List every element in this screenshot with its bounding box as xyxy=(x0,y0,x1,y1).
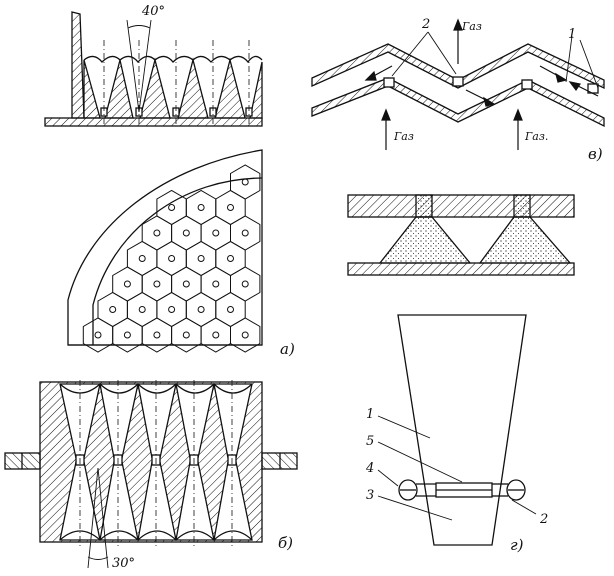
hex-cell xyxy=(126,240,158,277)
hex-cell xyxy=(141,215,173,251)
hex-cell xyxy=(82,317,114,353)
gas-label-top: Газ xyxy=(461,20,482,33)
figure-g-funnel xyxy=(377,314,537,546)
label-fig-a: а) xyxy=(280,340,295,358)
figure-b-section xyxy=(4,380,298,569)
hex-cell-hole xyxy=(197,204,205,211)
angle-30-label: 30° xyxy=(112,556,135,571)
hex-cell-hole xyxy=(138,255,146,262)
hex-cell xyxy=(171,215,202,251)
hex-cell-hole xyxy=(109,306,117,313)
hex-cell xyxy=(171,266,202,302)
callout-v-1: 1 xyxy=(568,27,576,42)
hex-cell xyxy=(230,266,261,302)
hex-cell xyxy=(230,317,261,353)
figure-a-section xyxy=(44,11,263,127)
hex-cell-hole xyxy=(168,306,176,313)
hex-cell xyxy=(185,291,217,328)
hex-cell-hole xyxy=(94,331,102,339)
hex-cell xyxy=(171,317,202,353)
callout-g-3: 3 xyxy=(366,488,374,503)
hex-cell-hole xyxy=(212,229,220,237)
hex-cell xyxy=(215,189,246,226)
hex-cell xyxy=(230,215,261,251)
hex-cell-hole xyxy=(182,229,190,237)
label-fig-g: г) xyxy=(510,536,524,554)
hex-cell-hole xyxy=(241,178,249,186)
hex-cell-hole xyxy=(212,280,220,288)
angle-40-label: 40° xyxy=(141,4,165,19)
hex-cell xyxy=(126,291,158,328)
hex-cell xyxy=(215,240,246,277)
hex-cell xyxy=(112,317,143,353)
hex-cell-hole xyxy=(197,306,205,313)
hex-cell-hole xyxy=(227,204,234,211)
hex-cell-hole xyxy=(197,255,205,262)
hex-cell xyxy=(156,189,187,226)
hex-cell-grid xyxy=(82,164,261,353)
hex-cell-hole xyxy=(153,331,161,339)
hex-cell-hole xyxy=(227,306,234,313)
hex-cell xyxy=(200,215,231,251)
gas-arrows xyxy=(364,18,599,150)
hex-cell xyxy=(156,240,187,277)
hex-cell-hole xyxy=(182,280,190,288)
hex-cell-hole xyxy=(168,204,176,211)
hex-cell-hole xyxy=(182,331,190,339)
figure-sand-cones xyxy=(347,194,575,276)
hex-cell-hole xyxy=(168,255,176,262)
figure-a-plan xyxy=(67,149,263,346)
hex-cell-hole xyxy=(227,255,234,262)
hex-cell xyxy=(185,240,217,277)
hex-cell-hole xyxy=(123,280,131,288)
hex-cell xyxy=(185,189,217,226)
hex-cell-hole xyxy=(241,331,249,339)
label-fig-b: б) xyxy=(278,534,293,552)
callout-g-5: 5 xyxy=(366,434,374,449)
hex-cell xyxy=(200,317,231,353)
hex-cell-hole xyxy=(153,280,161,288)
hex-cell xyxy=(156,291,187,328)
hex-cell-hole xyxy=(138,306,146,313)
hex-cell-hole xyxy=(153,229,161,237)
hex-cell xyxy=(141,266,173,302)
callout-v-2: 2 xyxy=(421,17,430,32)
hex-cell xyxy=(141,317,173,353)
callout-g-1: 1 xyxy=(366,407,374,422)
gas-label-right: Газ. xyxy=(524,130,548,143)
hex-cell-hole xyxy=(212,331,220,339)
label-fig-v: в) xyxy=(588,145,603,163)
hex-cell-hole xyxy=(241,229,249,237)
hex-cell-hole xyxy=(241,280,249,288)
callout-g-4: 4 xyxy=(365,461,374,476)
hex-cell xyxy=(230,164,261,200)
gas-label-left: Газ xyxy=(393,130,414,143)
hex-cell xyxy=(112,266,143,302)
hex-cell xyxy=(215,291,246,328)
hex-cell-hole xyxy=(123,331,131,339)
hex-cell xyxy=(200,266,231,302)
callout-g-2: 2 xyxy=(539,512,548,527)
hex-cell xyxy=(97,291,128,328)
